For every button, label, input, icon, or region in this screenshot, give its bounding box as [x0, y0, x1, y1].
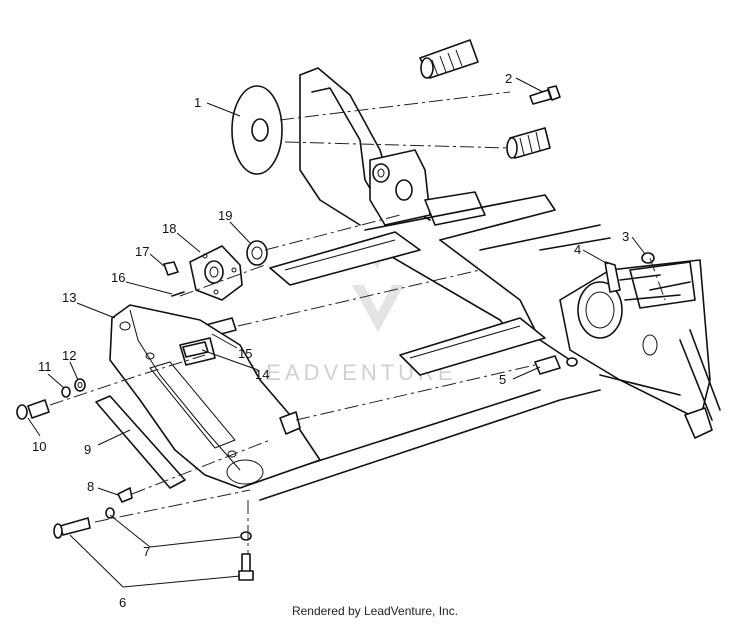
callout-1: 1 — [194, 95, 201, 110]
callout-7: 7 — [143, 544, 150, 559]
callouts: 1 2 3 4 5 6 7 8 9 10 11 12 13 14 15 16 1… — [32, 71, 629, 610]
callout-2: 2 — [505, 71, 512, 86]
part-9-strip — [95, 395, 186, 489]
callout-12: 12 — [62, 348, 76, 363]
callout-4: 4 — [574, 242, 581, 257]
part-6-bolt-a — [53, 517, 91, 539]
part-5-plate — [534, 355, 578, 375]
callout-3: 3 — [622, 229, 629, 244]
assembly-lines — [49, 91, 666, 555]
footer-credit: Rendered by LeadVenture, Inc. — [291, 604, 459, 618]
callout-10: 10 — [32, 439, 46, 454]
part-4-bracket — [604, 261, 621, 293]
part-7-washer-a — [105, 507, 115, 519]
callout-14: 14 — [255, 367, 269, 382]
callout-18: 18 — [162, 221, 176, 236]
part-2-bolt — [529, 85, 561, 105]
footrest-upper — [269, 231, 421, 286]
part-16-screw — [171, 291, 185, 297]
mid-shaft — [506, 127, 551, 159]
leader-lines — [27, 77, 646, 588]
upper-shaft — [419, 39, 479, 79]
part-13-guard — [109, 304, 321, 489]
callout-5: 5 — [499, 372, 506, 387]
part-17-nut — [163, 261, 179, 276]
callout-9: 9 — [84, 442, 91, 457]
frame-rails — [259, 194, 611, 501]
frame-upright — [299, 67, 486, 226]
part-7-washer-b — [240, 531, 252, 541]
callout-8: 8 — [87, 479, 94, 494]
part-12-washer — [74, 378, 86, 392]
callout-17: 17 — [135, 244, 149, 259]
part-11-lock-washer — [61, 386, 71, 398]
callout-15: 15 — [238, 346, 252, 361]
part-10-bolt — [16, 399, 50, 420]
footrest-lower — [399, 317, 546, 376]
part-18-flange — [189, 245, 243, 301]
callout-13: 13 — [62, 290, 76, 305]
rear-housing — [559, 259, 721, 439]
part-6-bolt-b — [238, 553, 254, 581]
callout-6: 6 — [119, 595, 126, 610]
part-3-nut — [641, 252, 655, 264]
part-8-rivet — [117, 487, 133, 503]
part-19-bushing — [246, 240, 268, 266]
callout-19: 19 — [218, 208, 232, 223]
part-1-washer — [231, 85, 283, 175]
callout-11: 11 — [38, 359, 52, 374]
callout-16: 16 — [111, 270, 125, 285]
